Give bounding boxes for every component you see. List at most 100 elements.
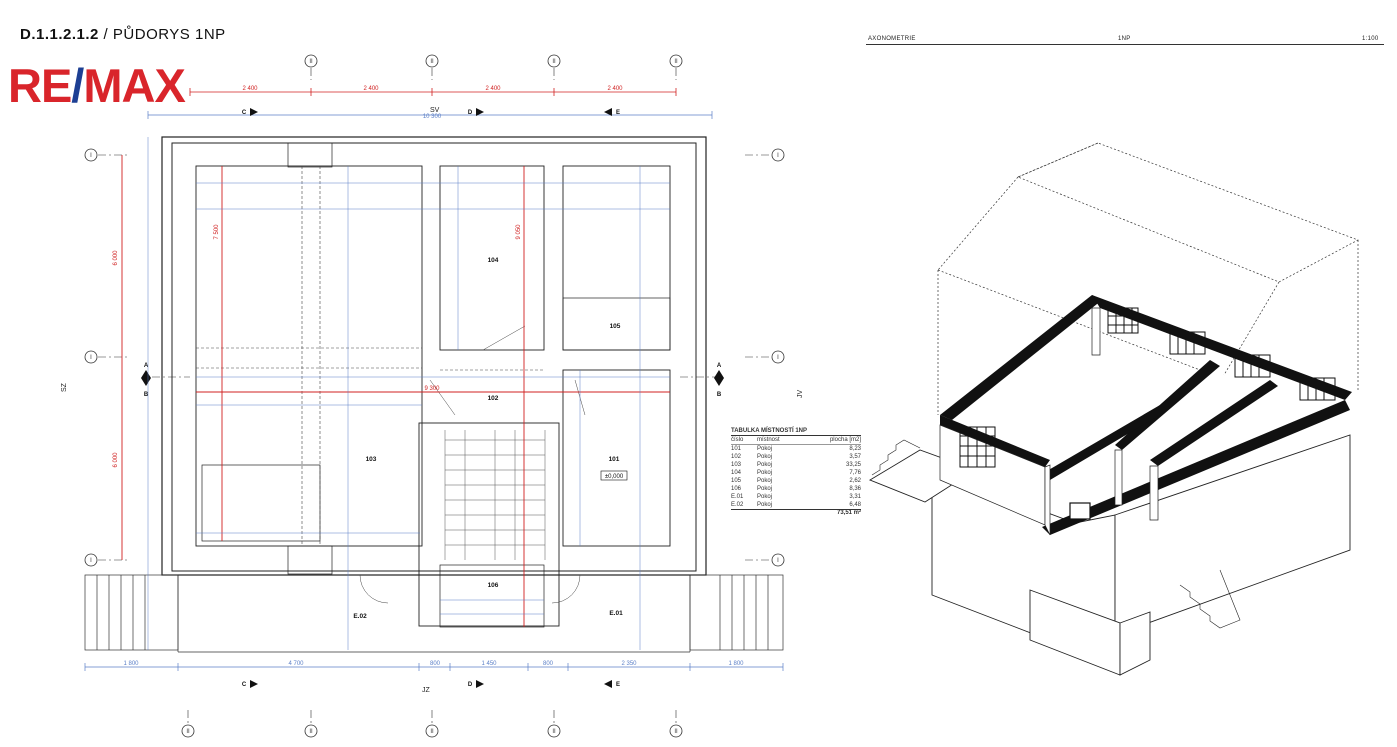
room-table: TABULKA MÍSTNOSTÍ 1NP číslo místnost plo… bbox=[731, 428, 861, 516]
facade-window bbox=[1069, 502, 1091, 520]
drawing-code: D.1.1.2.1.2 bbox=[20, 26, 99, 43]
svg-text:B: B bbox=[144, 392, 149, 398]
elevation-label: ±0,000 bbox=[605, 474, 624, 480]
col-area: plocha [m2] bbox=[829, 437, 861, 443]
svg-text:II: II bbox=[430, 729, 434, 735]
svg-text:D: D bbox=[468, 682, 473, 688]
red-internal-dims bbox=[121, 155, 670, 627]
svg-text:2 400: 2 400 bbox=[485, 86, 501, 92]
overall-width-dim bbox=[147, 111, 713, 119]
section-marker-labels: C D E C D E A B A B bbox=[144, 110, 722, 688]
svg-text:I: I bbox=[777, 153, 779, 159]
drawing-name: PŮDORYS 1NP bbox=[112, 26, 226, 43]
svg-text:1 450: 1 450 bbox=[481, 661, 497, 667]
drawing-title: D.1.1.2.1.2 / PŮDORYS 1NP bbox=[20, 26, 226, 43]
axonometry-floor: 1NP bbox=[1118, 36, 1131, 42]
section-markers bbox=[141, 108, 724, 688]
top-dim-labels: 2 400 2 400 2 400 2 400 bbox=[242, 86, 623, 92]
door-swings bbox=[359, 325, 586, 604]
svg-text:A: A bbox=[144, 363, 149, 369]
svg-text:9 300: 9 300 bbox=[424, 386, 440, 392]
svg-text:C: C bbox=[242, 682, 247, 688]
room-106: 106 bbox=[488, 582, 499, 589]
remax-logo: RE/MAX bbox=[8, 59, 186, 112]
grid-axis-lines bbox=[98, 68, 771, 724]
bottom-dimension-chain bbox=[84, 663, 784, 671]
svg-text:E: E bbox=[616, 682, 620, 688]
svg-text:2 350: 2 350 bbox=[621, 661, 637, 667]
room-labels: 101 102 103 104 105 106 E.01 E.02 bbox=[353, 257, 623, 620]
staircase bbox=[444, 430, 546, 560]
svg-text:800: 800 bbox=[543, 661, 554, 667]
title-separator: / bbox=[98, 26, 113, 43]
blue-dimension-lines bbox=[147, 137, 670, 650]
orientation-labels: SV JZ SZ JV bbox=[61, 107, 804, 694]
base-block bbox=[868, 434, 1351, 676]
orientation-right: JV bbox=[797, 390, 804, 399]
svg-text:II: II bbox=[674, 59, 678, 65]
room-e02: E.02 bbox=[353, 613, 367, 620]
svg-text:C: C bbox=[242, 110, 247, 116]
col-room: místnost bbox=[757, 437, 780, 443]
svg-text:D: D bbox=[468, 110, 473, 116]
svg-text:2 400: 2 400 bbox=[242, 86, 258, 92]
orientation-top: SV bbox=[430, 107, 440, 114]
svg-text:2 400: 2 400 bbox=[607, 86, 623, 92]
svg-text:II: II bbox=[309, 59, 313, 65]
svg-text:B: B bbox=[717, 392, 722, 398]
svg-text:I: I bbox=[90, 355, 92, 361]
room-table-header: číslo místnost plocha [m2] bbox=[731, 436, 861, 445]
axonometry-scale: 1:100 bbox=[1362, 36, 1379, 42]
svg-text:II: II bbox=[674, 729, 678, 735]
svg-text:1 800: 1 800 bbox=[123, 661, 139, 667]
red-dim-labels: 9 300 7 500 9 050 6 000 6 000 bbox=[113, 224, 522, 468]
svg-text:I: I bbox=[777, 355, 779, 361]
svg-text:9 050: 9 050 bbox=[516, 224, 522, 240]
bottom-dim-labels: 1 800 4 700 800 1 450 800 2 350 1 800 bbox=[123, 661, 744, 667]
svg-text:I: I bbox=[90, 153, 92, 159]
svg-text:II: II bbox=[309, 729, 313, 735]
axonometry-label: AXONOMETRIE bbox=[868, 36, 916, 42]
top-grid-markers bbox=[84, 54, 785, 738]
col-number: číslo bbox=[731, 437, 744, 443]
svg-text:6 000: 6 000 bbox=[113, 250, 119, 266]
svg-text:II: II bbox=[430, 59, 434, 65]
svg-text:A: A bbox=[717, 363, 722, 369]
lattice-windows bbox=[959, 307, 1336, 468]
wall-faces bbox=[939, 307, 1159, 536]
orientation-left: SZ bbox=[61, 382, 68, 392]
top-dimension-chain bbox=[189, 88, 677, 96]
svg-text:II: II bbox=[552, 59, 556, 65]
svg-text:II: II bbox=[552, 729, 556, 735]
svg-text:2 400: 2 400 bbox=[363, 86, 379, 92]
svg-text:1 800: 1 800 bbox=[728, 661, 744, 667]
room-103: 103 bbox=[366, 456, 377, 463]
svg-text:II: II bbox=[186, 729, 190, 735]
room-101: 101 bbox=[609, 456, 620, 463]
axonometry-header-line bbox=[866, 44, 1384, 45]
room-table-total: 73,51 m² bbox=[731, 509, 861, 516]
overall-width-label: 10 300 bbox=[423, 114, 442, 120]
elevation-box bbox=[600, 470, 628, 481]
room-104: 104 bbox=[488, 257, 499, 264]
svg-text:E: E bbox=[616, 110, 620, 116]
room-102: 102 bbox=[488, 395, 499, 402]
exterior-stairs bbox=[871, 439, 1241, 629]
axonometric-view bbox=[868, 142, 1359, 676]
room-105: 105 bbox=[610, 323, 621, 330]
room-table-title: TABULKA MÍSTNOSTÍ 1NP bbox=[731, 428, 861, 436]
svg-text:6 000: 6 000 bbox=[113, 452, 119, 468]
svg-text:800: 800 bbox=[430, 661, 441, 667]
svg-text:7 500: 7 500 bbox=[214, 224, 220, 240]
interior-partitions bbox=[196, 166, 544, 546]
building-walls bbox=[161, 136, 707, 628]
